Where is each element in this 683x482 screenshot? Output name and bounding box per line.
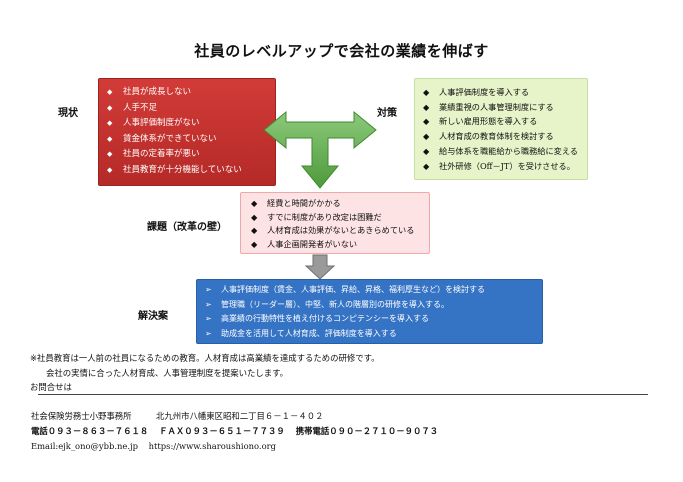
diamond-bullet-icon: ◆ bbox=[107, 134, 113, 143]
email-link[interactable]: Email:ejk_ono@ybb.ne.jp bbox=[31, 441, 138, 451]
website-link[interactable]: https://www.sharoushiono.org bbox=[148, 441, 276, 451]
list-item: ◆人材育成は効果がないとあきらめている bbox=[251, 224, 429, 238]
office-address: 北九州市八幡東区昭和二丁目６－１－４０２ bbox=[156, 411, 324, 421]
current-list: ◆社員が成長しない ◆人手不足 ◆人事評価制度がない ◆賃金体系ができていない … bbox=[107, 85, 275, 179]
note-line: お問合せは bbox=[30, 382, 72, 392]
label-solutions: 解決案 bbox=[138, 311, 168, 322]
down-arrow-icon bbox=[304, 254, 336, 280]
mobile-label: 携帯電話 bbox=[295, 426, 330, 436]
diamond-bullet-icon: ◆ bbox=[423, 87, 430, 97]
list-item: ◆社員教育が十分機能していない bbox=[107, 163, 275, 179]
list-item: ◆給与体系を職能給から職務給に変える bbox=[423, 144, 587, 159]
diamond-bullet-icon: ◆ bbox=[423, 145, 430, 156]
diamond-bullet-icon: ◆ bbox=[107, 88, 113, 96]
diamond-bullet-icon: ◆ bbox=[251, 198, 258, 208]
list-item: ◆人事評価制度がない bbox=[107, 116, 275, 132]
diamond-bullet-icon: ◆ bbox=[107, 165, 113, 174]
list-item: ◆業績重視の人事管理制度にする bbox=[423, 100, 587, 115]
fax-number: ０９３－６５１－７７３９ bbox=[184, 426, 285, 436]
arrow-bullet-icon: ➢ bbox=[205, 285, 212, 294]
mobile-number: ０９０－２７１０－９０７３ bbox=[329, 426, 439, 436]
list-item: ➢管理職（リーダー層）、中堅、新人の階層別の研修を導入する。 bbox=[205, 298, 542, 313]
phone-label: 電話 bbox=[31, 426, 48, 436]
diamond-bullet-icon: ◆ bbox=[423, 101, 430, 112]
diamond-bullet-icon: ◆ bbox=[107, 150, 113, 159]
diamond-bullet-icon: ◆ bbox=[107, 119, 113, 128]
arrow-bullet-icon: ➢ bbox=[205, 299, 212, 309]
diamond-bullet-icon: ◆ bbox=[251, 238, 258, 249]
solutions-box: ➢人事評価制度（賃金、人事評価、昇給、昇格、福利厚生など）を検討する ➢管理職（… bbox=[196, 279, 543, 344]
diamond-bullet-icon: ◆ bbox=[423, 131, 430, 142]
list-item: ◆社員が成長しない bbox=[107, 85, 275, 101]
measures-box: ◆人事評価制度を導入する ◆業績重視の人事管理制度にする ◆新しい雇用形態を導入… bbox=[414, 78, 588, 180]
list-item: ◆社外研修（Off－JT）を受けさせる。 bbox=[423, 159, 587, 174]
arrow-bullet-icon: ➢ bbox=[205, 328, 212, 338]
list-item: ➢人事評価制度（賃金、人事評価、昇給、昇格、福利厚生など）を検討する bbox=[205, 283, 542, 298]
list-item: ◆人手不足 bbox=[107, 101, 275, 117]
issues-box: ◆経費と時間がかかる ◆すでに制度があり改定は困難だ ◆人材育成は効果がないとあ… bbox=[240, 192, 430, 254]
list-item: ◆人事評価制度を導入する bbox=[423, 85, 587, 100]
phone-number: ０９３－８６３－７６１８ bbox=[47, 426, 149, 436]
note-line: 会社の実情に合った人材育成、人事管理制度を提案いたします。 bbox=[46, 368, 289, 378]
list-item: ➢助成金を活用して人材育成、評価制度を導入する bbox=[205, 327, 542, 342]
label-issues: 課題（改革の壁） bbox=[147, 222, 227, 233]
list-item: ◆すでに制度があり改定は困難だ bbox=[251, 211, 429, 225]
list-item: ◆経費と時間がかかる bbox=[251, 197, 429, 211]
fax-label: ＦＡＸ bbox=[159, 426, 185, 436]
list-item: ◆社員の定着率が悪い bbox=[107, 147, 275, 163]
diamond-bullet-icon: ◆ bbox=[251, 225, 258, 235]
note-line: ※社員教育は一人前の社員になるための教育。人材育成は高業績を達成するための研修で… bbox=[30, 353, 380, 363]
issues-list: ◆経費と時間がかかる ◆すでに制度があり改定は困難だ ◆人材育成は効果がないとあ… bbox=[251, 197, 429, 251]
office-name: 社会保険労務士小野事務所 bbox=[31, 411, 132, 421]
label-current: 現状 bbox=[58, 108, 78, 119]
list-item: ◆人材育成の教育体制を検討する bbox=[423, 129, 587, 144]
list-item: ◆賃金体系ができていない bbox=[107, 132, 275, 148]
solutions-list: ➢人事評価制度（賃金、人事評価、昇給、昇格、福利厚生など）を検討する ➢管理職（… bbox=[205, 283, 542, 341]
t-arrow-icon bbox=[263, 110, 377, 189]
label-measures: 対策 bbox=[377, 108, 397, 119]
arrow-bullet-icon: ➢ bbox=[205, 314, 212, 324]
current-situation-box: ◆社員が成長しない ◆人手不足 ◆人事評価制度がない ◆賃金体系ができていない … bbox=[98, 78, 276, 186]
diamond-bullet-icon: ◆ bbox=[251, 211, 258, 222]
list-item: ➢高業績の行動特性を植え付けるコンピテンシーを導入する bbox=[205, 312, 542, 327]
diamond-bullet-icon: ◆ bbox=[423, 160, 430, 171]
page-title: 社員のレベルアップで会社の業績を伸ばす bbox=[194, 42, 489, 60]
diamond-bullet-icon: ◆ bbox=[423, 116, 430, 127]
phone-line: 電話０９３－８６３－７６１８ ＦＡＸ０９３－６５１－７７３９ 携帯電話０９０－２… bbox=[31, 425, 438, 437]
web-line: Email:ejk_ono@ybb.ne.jp https://www.shar… bbox=[31, 441, 276, 451]
measures-list: ◆人事評価制度を導入する ◆業績重視の人事管理制度にする ◆新しい雇用形態を導入… bbox=[423, 85, 587, 173]
diamond-bullet-icon: ◆ bbox=[107, 103, 113, 112]
list-item: ◆新しい雇用形態を導入する bbox=[423, 114, 587, 129]
list-item: ◆人事企画開発者がいない bbox=[251, 238, 429, 252]
divider bbox=[38, 394, 648, 395]
